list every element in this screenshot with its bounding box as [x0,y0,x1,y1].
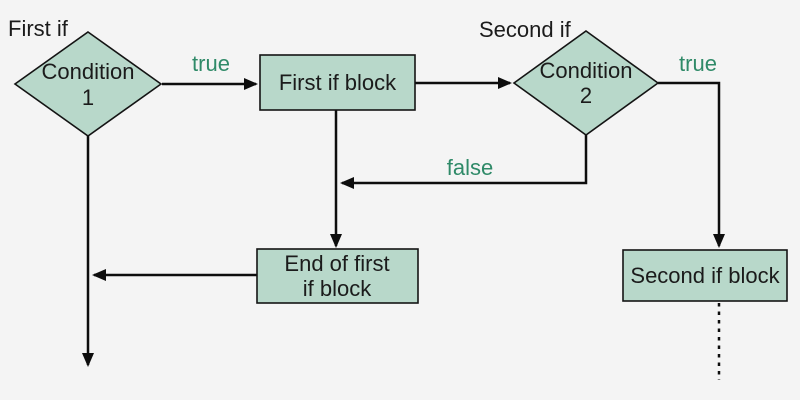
false-edge-label: false [446,155,494,180]
second-if-annotation: Second if [479,17,571,42]
condition-2-label: Condition 2 [539,57,633,108]
condition-1-diamond [13,31,163,137]
end-of-first-if-block-rect [256,248,419,304]
second-if-block-label: Second if block [630,262,780,288]
edge-condition2-false-arrow [340,135,588,189]
condition-1-label: Condition 1 [41,59,135,110]
edge-condition2-true-arrow [658,81,725,248]
second-if-block-rect [622,249,788,302]
condition-2-diamond [512,30,660,136]
true-edge-label-2: true [679,51,717,76]
first-if-block-rect [259,54,416,111]
first-if-block-label: First if block [278,69,397,95]
first-if-annotation: First if [8,16,68,41]
true-edge-label-1: true [192,51,230,76]
end-of-first-if-block-label: End of first if block [284,250,390,301]
